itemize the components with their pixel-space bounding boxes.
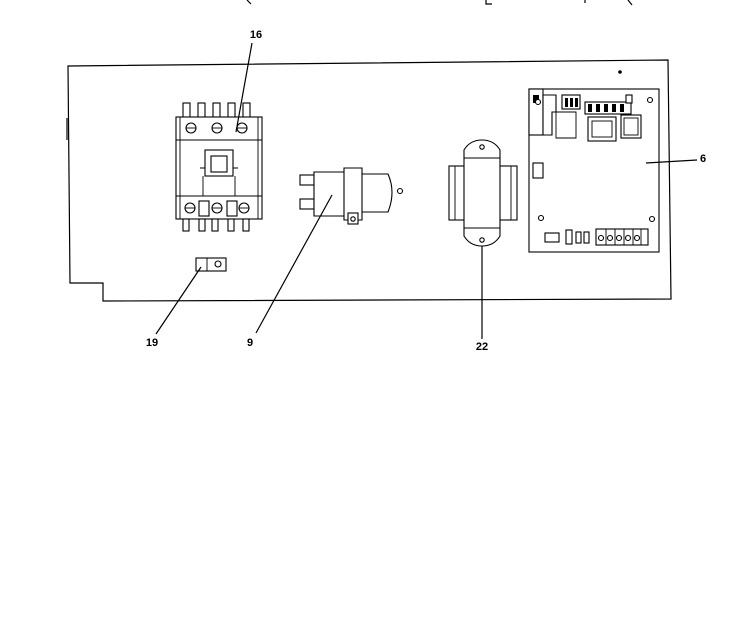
- circuit-board: [528, 88, 660, 253]
- callout-9: 9: [247, 337, 253, 349]
- panel-screw: [618, 70, 622, 74]
- mounting-panel: [67, 59, 672, 302]
- callout-16: 16: [250, 29, 262, 41]
- callout-19: 19: [146, 337, 158, 349]
- top-edge-marks: [246, 0, 633, 6]
- callout-22: 22: [476, 341, 488, 353]
- callout-6: 6: [700, 153, 706, 165]
- contactor: [175, 102, 263, 232]
- capacitor: [299, 167, 404, 225]
- transformer: [448, 139, 518, 247]
- leader-lines: [155, 42, 698, 339]
- ground-lug: [195, 257, 227, 272]
